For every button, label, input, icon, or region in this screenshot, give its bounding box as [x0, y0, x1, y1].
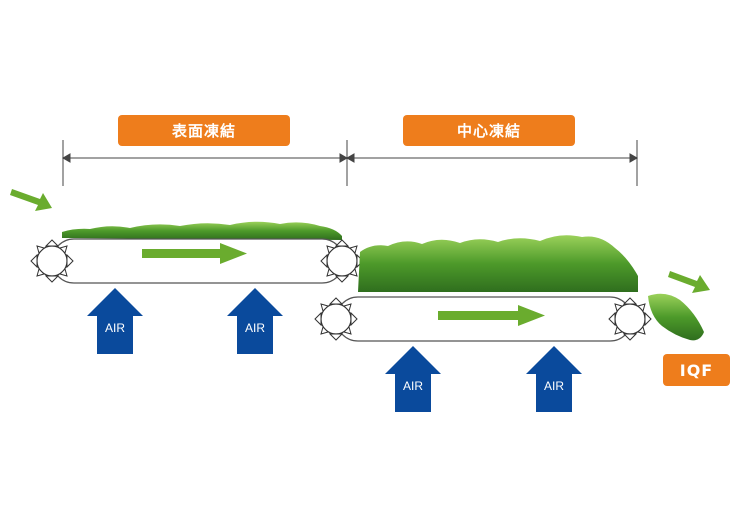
roller-1a	[30, 239, 74, 283]
svg-text:AIR: AIR	[544, 379, 564, 393]
core-freezing-label: 中心凍結	[403, 115, 575, 146]
air-arrow-1: AIR	[87, 288, 143, 354]
roller-2a	[314, 297, 358, 341]
falling-vegetables	[648, 293, 704, 341]
belt1-direction-arrow	[142, 243, 247, 264]
conveyor-belt-1	[51, 238, 345, 284]
svg-text:AIR: AIR	[403, 379, 423, 393]
air-arrow-4: AIR	[526, 346, 582, 412]
input-arrow	[10, 189, 52, 211]
surface-freezing-label: 表面凍結	[118, 115, 290, 146]
svg-text:AIR: AIR	[105, 321, 125, 335]
iqf-label: IQF	[663, 354, 730, 386]
output-arrow	[668, 271, 710, 293]
roller-1b	[320, 239, 364, 283]
vegetable-layer-2	[358, 235, 638, 292]
roller-2b	[608, 297, 652, 341]
belt2-direction-arrow	[438, 305, 545, 326]
svg-text:AIR: AIR	[245, 321, 265, 335]
dimension-line-stage2	[345, 140, 639, 186]
vegetable-layer-1	[62, 221, 342, 240]
air-arrow-2: AIR	[227, 288, 283, 354]
air-arrow-3: AIR	[385, 346, 441, 412]
dimension-line-stage1	[61, 140, 349, 186]
